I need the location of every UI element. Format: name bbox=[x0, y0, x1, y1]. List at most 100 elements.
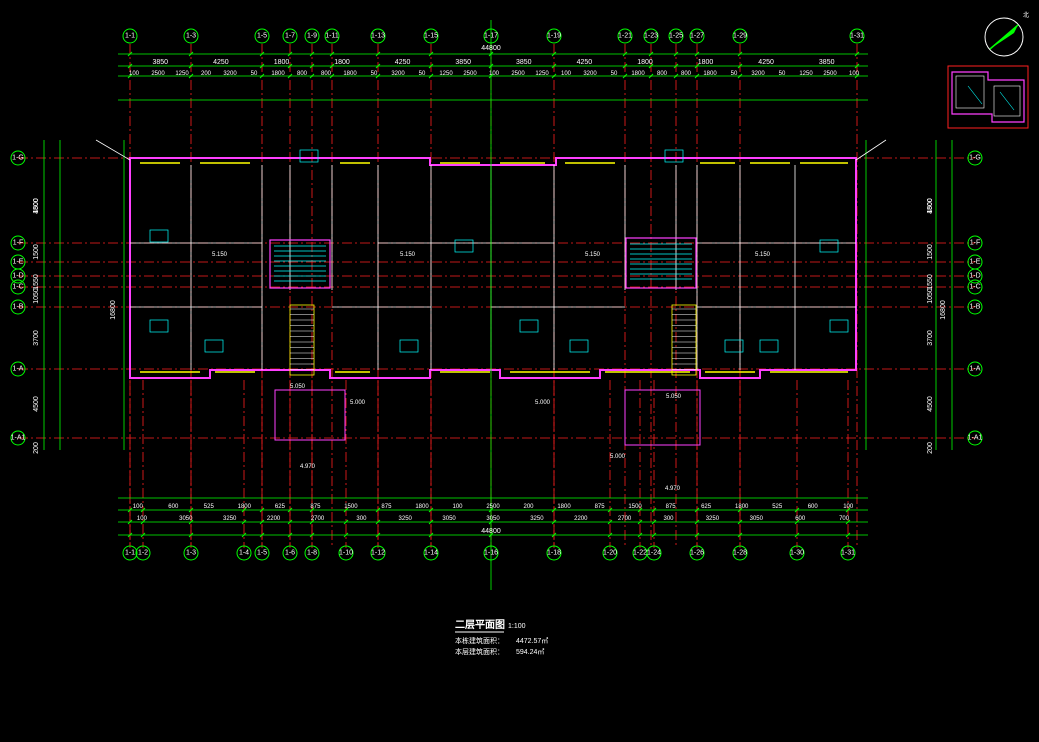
dim-tick bbox=[259, 532, 265, 538]
dim-tick bbox=[309, 73, 315, 79]
axis-bubble-label: 1-14 bbox=[424, 550, 438, 557]
axis-bubble-circle bbox=[254, 545, 270, 561]
dim-top-row2: 100 bbox=[489, 71, 500, 77]
dim-top-row2: 800 bbox=[297, 71, 308, 77]
dim-tick bbox=[343, 519, 349, 525]
axis-bubble-right: 1-C bbox=[967, 279, 983, 295]
dim-bottom-row1: 875 bbox=[310, 504, 321, 510]
axis-bubble-circle bbox=[732, 28, 748, 44]
dim-top-row1: 1800 bbox=[637, 59, 653, 66]
elevation-label: 5.150 bbox=[755, 252, 771, 258]
dim-top-row1: 4250 bbox=[395, 59, 411, 66]
dim-top-row2: 50 bbox=[251, 71, 258, 77]
dim-bottom-row2: 3250 bbox=[223, 516, 237, 522]
axis-bubble-label: 1-16 bbox=[484, 550, 498, 557]
dim-tick bbox=[287, 519, 293, 525]
dim-bottom-row1: 1500 bbox=[344, 504, 358, 510]
dim-right: 1500 bbox=[927, 244, 934, 260]
dim-tick bbox=[622, 73, 628, 79]
axis-bubble-circle bbox=[967, 299, 983, 315]
balcony-leader bbox=[95, 139, 131, 161]
dim-left: 4500 bbox=[33, 198, 40, 214]
axis-bubble-circle bbox=[236, 545, 252, 561]
dim-tick bbox=[737, 507, 743, 513]
axis-bubble-circle bbox=[10, 361, 26, 377]
axis-bubble-top: 1-19 bbox=[546, 28, 562, 44]
dim-tick bbox=[309, 51, 315, 57]
dim-bottom-row1: 525 bbox=[772, 504, 783, 510]
dim-tick bbox=[854, 51, 860, 57]
axis-bubble-label: 1-D bbox=[12, 273, 23, 280]
axis-bubble-circle bbox=[135, 545, 151, 561]
fixture-box bbox=[759, 339, 779, 353]
dim-left: 1800 bbox=[33, 198, 40, 214]
axis-bubble-left: 1-G bbox=[10, 150, 26, 166]
axis-bubble-circle bbox=[840, 545, 856, 561]
elevation-label: 4.970 bbox=[665, 486, 681, 492]
dim-tick bbox=[188, 63, 194, 69]
elevation-label: 5.150 bbox=[585, 252, 601, 258]
stair-core bbox=[269, 239, 331, 289]
dim-tick bbox=[694, 73, 700, 79]
axis-bubble-circle bbox=[689, 545, 705, 561]
dim-tick bbox=[428, 507, 434, 513]
dim-tick bbox=[737, 519, 743, 525]
dim-bottom-row1: 100 bbox=[452, 504, 463, 510]
axis-bubble-label: 1-3 bbox=[186, 33, 196, 40]
dim-tick bbox=[428, 519, 434, 525]
axis-bubble-circle bbox=[370, 28, 386, 44]
axis-bubble-circle bbox=[617, 28, 633, 44]
axis-bubble-label: 1-A1 bbox=[968, 435, 983, 442]
axis-bubble-label: 1-G bbox=[12, 155, 24, 162]
exterior-wall bbox=[129, 157, 857, 379]
fixture-box bbox=[829, 319, 849, 333]
axis-bubble-circle bbox=[10, 299, 26, 315]
fixture-box bbox=[149, 229, 169, 243]
dim-tick bbox=[309, 507, 315, 513]
dim-bottom-row1: 1800 bbox=[238, 504, 252, 510]
dim-top-row2: 100 bbox=[849, 71, 860, 77]
axis-bubble-label: 1-5 bbox=[257, 550, 267, 557]
dim-tick bbox=[637, 507, 643, 513]
axis-bubble-top: 1-31 bbox=[849, 28, 865, 44]
dim-tick bbox=[259, 51, 265, 57]
total-width-top: 44800 bbox=[481, 45, 501, 52]
axis-bubble-label: 1-E bbox=[13, 259, 24, 266]
dim-top-row2: 50 bbox=[779, 71, 786, 77]
axis-bubble-circle bbox=[282, 28, 298, 44]
axis-bubble-circle bbox=[122, 28, 138, 44]
axis-bubble-bottom: 1-8 bbox=[304, 545, 320, 561]
dim-bottom-row2: 3050 bbox=[750, 516, 764, 522]
axis-bubble-circle bbox=[732, 545, 748, 561]
axis-bubble-circle bbox=[122, 545, 138, 561]
axis-bubble-label: 1-5 bbox=[257, 33, 267, 40]
dim-tick bbox=[854, 63, 860, 69]
dim-tick bbox=[845, 507, 851, 513]
axis-bubble-left: 1-A1 bbox=[10, 430, 26, 446]
floor-area-value: 594.24㎡ bbox=[516, 648, 544, 656]
axis-bubble-right: 1-E bbox=[967, 254, 983, 270]
dim-bottom-row2: 3250 bbox=[706, 516, 720, 522]
dim-bottom-row1: 625 bbox=[701, 504, 712, 510]
axis-bubble-label: 1-6 bbox=[285, 550, 295, 557]
axis-bubble-circle bbox=[254, 28, 270, 44]
axis-bubble-circle bbox=[483, 28, 499, 44]
dim-tick bbox=[622, 63, 628, 69]
dim-tick bbox=[375, 507, 381, 513]
fixture-box bbox=[204, 339, 224, 353]
dim-tick bbox=[637, 519, 643, 525]
dim-bottom-row2: 3050 bbox=[179, 516, 193, 522]
dim-tick bbox=[188, 532, 194, 538]
north-arrow-icon: 北 bbox=[984, 11, 1029, 57]
dim-tick bbox=[287, 73, 293, 79]
dim-tick bbox=[673, 51, 679, 57]
dim-tick bbox=[651, 532, 657, 538]
axis-bubble-top: 1-1 bbox=[122, 28, 138, 44]
svg-text:北: 北 bbox=[1023, 11, 1029, 19]
axis-bubble-label: 1-10 bbox=[339, 550, 353, 557]
axis-bubble-circle bbox=[10, 279, 26, 295]
dim-tick bbox=[259, 507, 265, 513]
elevation-label: 4.970 bbox=[300, 464, 316, 470]
axis-bubble-top: 1-21 bbox=[617, 28, 633, 44]
axis-bubble-label: 1-29 bbox=[733, 33, 747, 40]
